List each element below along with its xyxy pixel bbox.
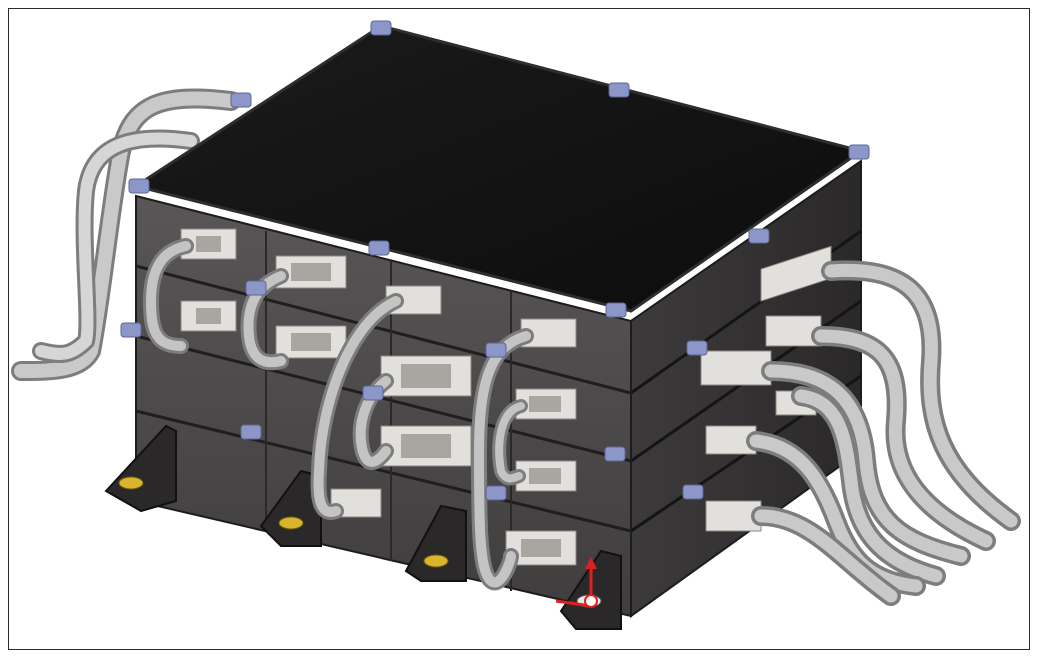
standoff bbox=[604, 446, 626, 462]
connector bbox=[380, 425, 472, 467]
standoff bbox=[485, 342, 507, 358]
connector bbox=[700, 350, 772, 386]
standoff bbox=[848, 144, 870, 160]
standoff bbox=[370, 20, 392, 36]
standoff bbox=[748, 228, 770, 244]
enclosure-render bbox=[11, 20, 1021, 630]
standoff bbox=[120, 322, 142, 338]
standoff bbox=[368, 240, 390, 256]
connector bbox=[275, 325, 347, 359]
standoff bbox=[686, 340, 708, 356]
standoff bbox=[485, 485, 507, 501]
standoffs bbox=[120, 20, 870, 501]
front-layer-lines bbox=[135, 264, 632, 533]
left-cable-bundle bbox=[11, 88, 241, 381]
right-cable-bundle bbox=[746, 260, 1021, 606]
standoff bbox=[230, 92, 252, 108]
standoff bbox=[128, 178, 150, 194]
connector bbox=[765, 315, 822, 347]
mounting-foot bbox=[104, 424, 177, 513]
standoff bbox=[362, 385, 384, 401]
standoff bbox=[240, 424, 262, 440]
axis-triad-icon bbox=[555, 557, 598, 608]
mounting-foot bbox=[404, 504, 467, 582]
standoff bbox=[608, 82, 630, 98]
image-frame bbox=[8, 8, 1030, 650]
standoff bbox=[682, 484, 704, 500]
standoff bbox=[605, 302, 627, 318]
standoff bbox=[245, 280, 267, 296]
connector bbox=[180, 300, 237, 332]
connector bbox=[180, 228, 237, 260]
enclosure-lid bbox=[132, 24, 865, 313]
connector bbox=[380, 355, 472, 397]
